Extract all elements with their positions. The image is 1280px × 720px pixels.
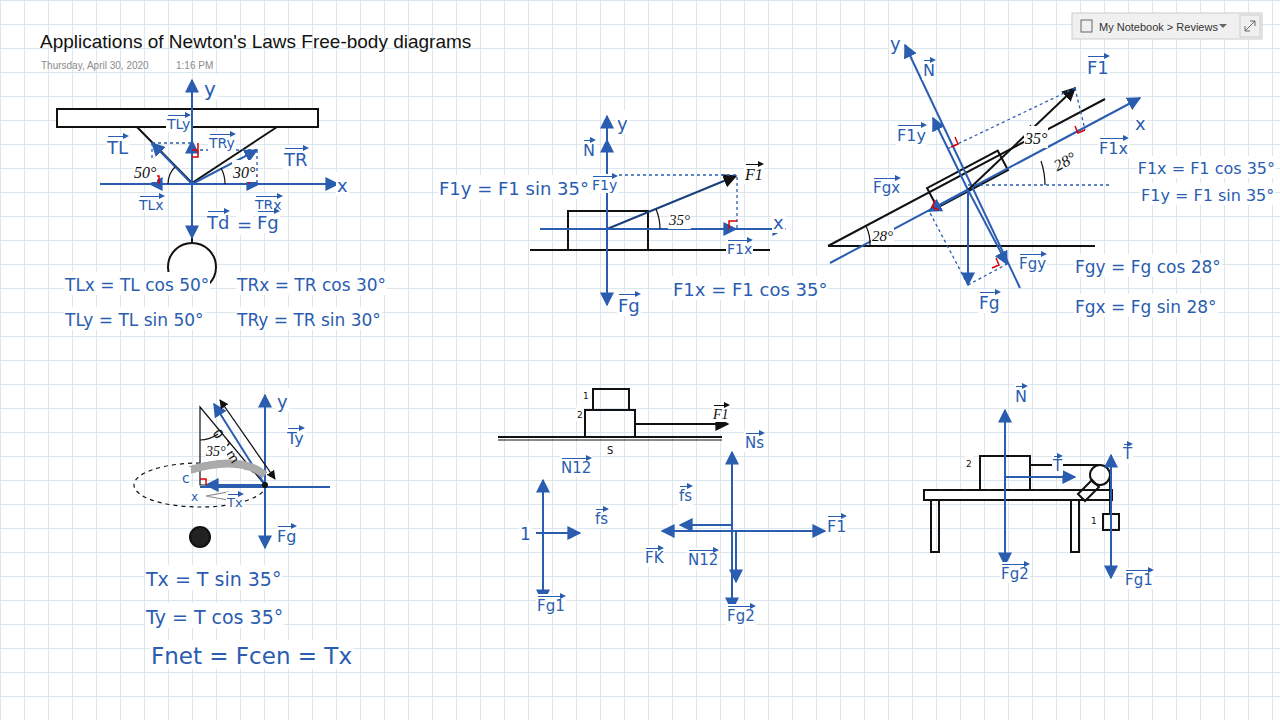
- vector-label: F1: [712, 403, 730, 422]
- text-label: 28°: [871, 224, 894, 245]
- vector-label: Td: [206, 209, 230, 233]
- vector-label: T: [1052, 454, 1063, 475]
- vector-label: Fgy: [1018, 252, 1047, 273]
- text-label: TLy = TL sin 50°: [64, 307, 205, 330]
- vector-label: Ns: [744, 431, 765, 452]
- vector-label: TRy: [208, 132, 236, 151]
- text-label: x: [772, 209, 785, 233]
- vector-label: TR: [283, 146, 309, 170]
- vector-label: Fg1: [536, 594, 566, 615]
- vector-label: N12: [560, 456, 592, 477]
- vector-label: fs: [678, 484, 693, 505]
- text-label: Fgx = Fg sin 28°: [1074, 294, 1218, 317]
- text-label: Fgy = Fg cos 28°: [1074, 254, 1222, 277]
- vector-label: fs: [594, 507, 609, 528]
- text-label: F1y = F1 sin 35°: [1140, 183, 1275, 205]
- text-label: y: [616, 110, 629, 134]
- vector-label: Fg: [978, 290, 1001, 313]
- text-label: Fnet = Fcen = Tx: [150, 640, 353, 669]
- text-label: TRy = TR sin 30°: [236, 307, 382, 330]
- text-label: =: [236, 211, 253, 235]
- text-label: F1x = F1 cos 35°: [672, 276, 828, 300]
- vector-label: F1x: [1098, 136, 1129, 158]
- text-label: 2: [965, 456, 973, 470]
- text-label: F1x = F1 cos 35°: [1137, 156, 1276, 178]
- vector-label: Fg1: [1124, 568, 1154, 589]
- vector-label: N: [922, 58, 936, 80]
- vector-label: Ty: [286, 426, 305, 448]
- vector-label: N: [582, 138, 596, 160]
- vector-label: FK: [644, 546, 664, 567]
- text-label: 50°: [133, 160, 157, 182]
- text-label: 1: [519, 521, 532, 544]
- text-label: y: [276, 388, 289, 412]
- text-label: My Notebook > Reviews: [1098, 17, 1219, 33]
- text-label: TRx = TR cos 30°: [236, 272, 387, 295]
- text-label: c: [181, 467, 191, 486]
- vector-label: Tx: [226, 492, 244, 510]
- text-label: y: [203, 74, 217, 100]
- text-label: y: [889, 30, 902, 54]
- vector-label: F1x: [726, 238, 753, 257]
- vector-label: F1: [826, 514, 847, 536]
- vector-label: TLx: [138, 194, 165, 213]
- vector-label: Fg2: [1000, 562, 1030, 583]
- text-label: Ty = T cos 35°: [145, 603, 284, 628]
- vector-label: Fg: [617, 292, 641, 316]
- vector-label: N12: [687, 548, 719, 569]
- text-label: 1: [1090, 513, 1098, 527]
- vector-label: T: [1122, 442, 1133, 463]
- vector-label: Fgx: [872, 176, 901, 197]
- vector-label: F1y: [896, 123, 927, 145]
- text-label: Thursday, April 30, 2020: [40, 56, 150, 71]
- text-label: S: [606, 441, 614, 456]
- vector-label: F1: [744, 162, 764, 184]
- vector-label: TL: [106, 134, 129, 158]
- vector-label: TLy: [166, 113, 191, 132]
- page-title: Applications of Newton's Laws Free-body …: [40, 31, 471, 53]
- vector-label: F1: [1086, 54, 1110, 78]
- text-label: 35°: [205, 440, 227, 459]
- text-label: x: [190, 487, 199, 504]
- text-label: 30°: [232, 160, 256, 182]
- vector-label: Fg: [276, 524, 297, 546]
- text-label: 28°: [1048, 145, 1080, 176]
- text-label: 1:16 PM: [175, 56, 214, 71]
- text-label: TLx = TL cos 50°: [64, 272, 210, 295]
- text-label: 1: [582, 388, 590, 402]
- vector-label: Fg2: [726, 604, 756, 625]
- text-label: Tx = T sin 35°: [145, 565, 282, 590]
- vector-label: N: [1014, 384, 1028, 406]
- text-label: 35°: [668, 208, 691, 229]
- vector-label: Fg: [256, 209, 280, 233]
- text-label: 35°: [1024, 126, 1048, 148]
- text-label: x: [336, 172, 349, 196]
- vector-label: F1y: [591, 174, 618, 193]
- text-label: 2: [576, 407, 584, 421]
- text-label: x: [1134, 110, 1147, 134]
- text-label: F1y = F1 sin 35°: [438, 175, 590, 199]
